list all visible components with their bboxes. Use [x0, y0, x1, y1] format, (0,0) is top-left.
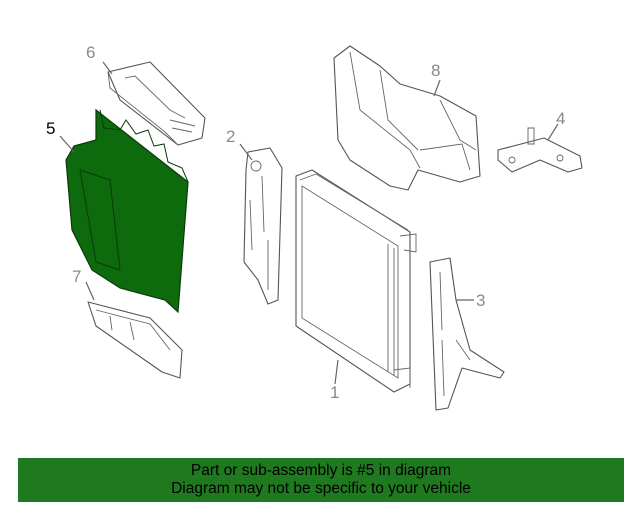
- part-1-radiator[interactable]: [295, 169, 417, 393]
- leader-2: [239, 143, 253, 161]
- callout-1[interactable]: 1: [330, 383, 339, 402]
- leader-1: [334, 359, 339, 385]
- leader-4: [547, 123, 559, 141]
- leader-5: [59, 135, 75, 153]
- banner-line-2: Diagram may not be specific to your vehi…: [171, 480, 471, 497]
- callout-3[interactable]: 3: [476, 291, 485, 310]
- part-7-bracket[interactable]: [87, 301, 183, 379]
- callout-7[interactable]: 7: [72, 267, 81, 286]
- callout-5[interactable]: 5: [46, 119, 55, 138]
- part-2-bracket[interactable]: [243, 147, 283, 305]
- part-8-shroud[interactable]: [333, 45, 481, 191]
- callout-4[interactable]: 4: [556, 109, 565, 128]
- leader-6: [102, 61, 113, 75]
- banner-background: [18, 458, 624, 502]
- callout-2[interactable]: 2: [226, 127, 235, 146]
- leader-8: [433, 79, 441, 97]
- callout-8[interactable]: 8: [431, 61, 440, 80]
- part-4-bracket[interactable]: [497, 127, 583, 173]
- banner-line-1: Part or sub-assembly is #5 in diagram: [190, 462, 452, 479]
- info-banner: Part or sub-assembly is #5 in diagram Di…: [18, 458, 624, 502]
- part-6-bracket[interactable]: [107, 61, 206, 146]
- leader-7: [85, 281, 95, 301]
- callout-6[interactable]: 6: [86, 43, 95, 62]
- part-5-shroud[interactable]: [65, 108, 189, 314]
- part-3-bracket[interactable]: [429, 257, 505, 411]
